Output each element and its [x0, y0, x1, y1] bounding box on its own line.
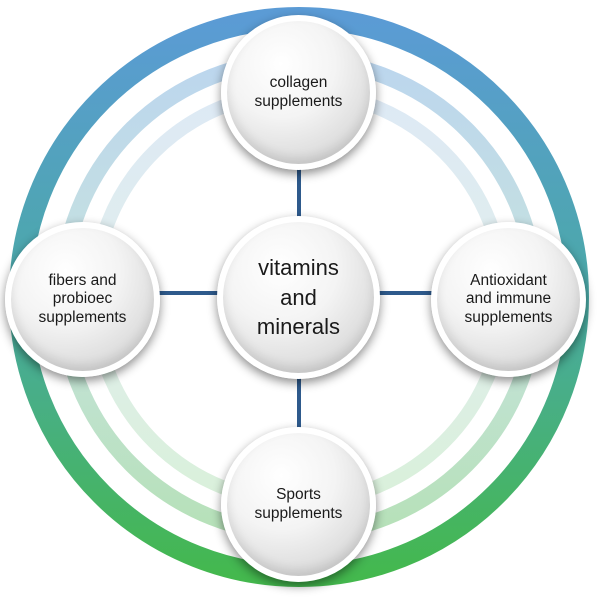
center-label: vitamins and minerals [256, 254, 341, 340]
node-antioxidant-immune-supplements: Antioxidant and immune supplements [431, 222, 586, 377]
node-sports-supplements: Sports supplements [221, 427, 376, 582]
node-label: collagen supplements [254, 73, 343, 110]
node-fibers-probiotic-supplements: fibers and probioec supplements [5, 222, 160, 377]
node-label: Antioxidant and immune supplements [464, 271, 553, 326]
node-label: fibers and probioec supplements [38, 271, 127, 326]
node-collagen-supplements: collagen supplements [221, 15, 376, 170]
node-label: Sports supplements [254, 485, 343, 522]
node-vitamins-minerals: vitamins and minerals [217, 216, 380, 379]
